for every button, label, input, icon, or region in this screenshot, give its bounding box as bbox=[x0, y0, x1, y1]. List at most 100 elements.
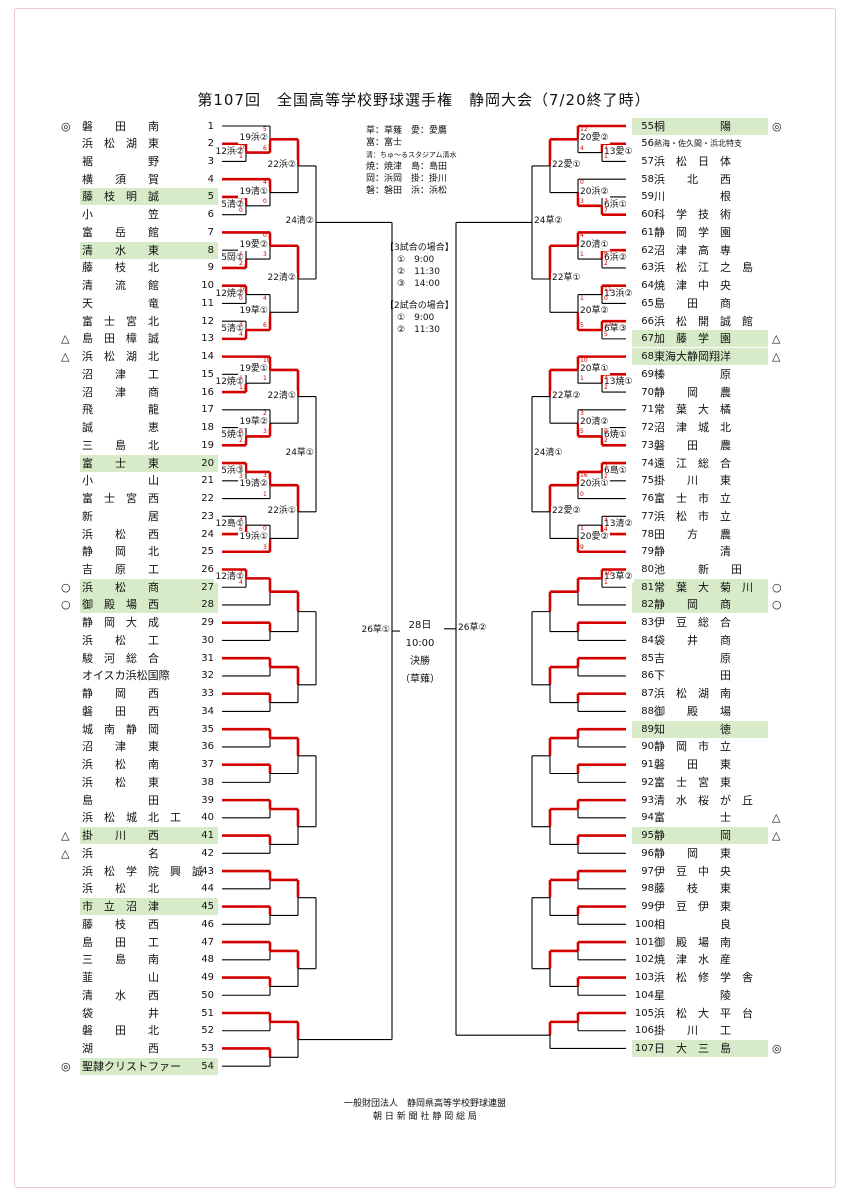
score: 1 bbox=[580, 525, 584, 533]
team-name: 沼 津 城 北 bbox=[654, 421, 731, 435]
team-number: 3 bbox=[207, 155, 214, 167]
score: 0 bbox=[239, 295, 243, 303]
page-border bbox=[14, 8, 836, 1188]
team-number: 25 bbox=[201, 546, 214, 558]
score: 2 bbox=[604, 472, 608, 480]
score: 2 bbox=[604, 437, 608, 445]
team-number: 32 bbox=[201, 670, 214, 682]
team-number: 95 bbox=[641, 830, 654, 842]
match-label: 13浜② bbox=[603, 288, 634, 300]
team-name: 田 方 農 bbox=[654, 527, 731, 541]
team-name: 静 岡 市 立 bbox=[654, 740, 731, 754]
match-label: 24清① bbox=[533, 448, 564, 460]
score: 3 bbox=[263, 471, 267, 479]
team-number: 41 bbox=[201, 830, 214, 842]
match-label: 5清① bbox=[220, 324, 245, 335]
team-number: 15 bbox=[201, 368, 214, 380]
match-label: 26草① bbox=[360, 625, 391, 637]
match-label: 6島① bbox=[603, 465, 628, 477]
team-number: 87 bbox=[641, 688, 654, 700]
team-name: 池 新 田 bbox=[654, 563, 742, 576]
score: 6 bbox=[263, 322, 267, 329]
team-name: 小 笠 bbox=[82, 208, 159, 222]
match-label: 6焼① bbox=[603, 430, 628, 442]
score: 7 bbox=[604, 463, 608, 471]
team-name: 磐 田 北 bbox=[82, 1024, 159, 1038]
team-number: 96 bbox=[641, 847, 654, 859]
team-number: 56 bbox=[641, 138, 654, 150]
team-number: 73 bbox=[641, 439, 654, 451]
seed-mark: △ bbox=[61, 829, 70, 843]
match-label: 19草② bbox=[238, 417, 269, 429]
venue-line: 焼：焼津 島：島田 bbox=[366, 162, 448, 172]
team-number: 105 bbox=[634, 1007, 654, 1019]
team-name: 星 陵 bbox=[654, 988, 731, 1002]
team-name: 浜 松 西 bbox=[82, 527, 159, 541]
team-number: 33 bbox=[201, 688, 214, 700]
team-name: 相 良 bbox=[654, 917, 731, 931]
team-name: 三 島 南 bbox=[82, 953, 159, 967]
team-number: 106 bbox=[634, 1025, 654, 1037]
match-label: 22清② bbox=[266, 273, 297, 284]
team-number: 62 bbox=[641, 244, 654, 256]
team-name: 清 水 桜 が 丘 bbox=[654, 793, 753, 807]
team-name: 浜 松 江 之 島 bbox=[654, 261, 753, 275]
score: 4 bbox=[580, 232, 584, 240]
schedule-time: ③ 14:00 bbox=[397, 279, 441, 289]
team-number: 17 bbox=[201, 404, 214, 416]
team-number: 47 bbox=[201, 936, 214, 948]
team-number: 24 bbox=[201, 528, 214, 540]
footer-org: 朝 日 新 聞 社 静 岡 総 局 bbox=[373, 1112, 477, 1122]
score: 12 bbox=[580, 126, 588, 133]
team-number: 14 bbox=[201, 351, 214, 363]
team-number: 13 bbox=[201, 333, 214, 345]
score: 12 bbox=[604, 321, 612, 329]
team-number: 16 bbox=[201, 386, 214, 398]
team-name: 磐 田 西 bbox=[82, 704, 159, 718]
score: 11 bbox=[604, 285, 612, 293]
schedule-time: ② 11:30 bbox=[397, 325, 441, 335]
team-number: 18 bbox=[201, 422, 214, 434]
match-label: 5清② bbox=[220, 199, 245, 211]
team-number: 100 bbox=[634, 918, 654, 930]
seed-mark: △ bbox=[61, 332, 70, 346]
team-number: 94 bbox=[641, 812, 654, 824]
team-number: 99 bbox=[641, 901, 654, 913]
seed-mark: △ bbox=[61, 846, 70, 860]
team-name: 掛 川 工 bbox=[654, 1024, 731, 1038]
team-number: 92 bbox=[641, 776, 654, 788]
team-name: 御 殿 場 西 bbox=[82, 598, 159, 612]
team-name: 富 士 宮 北 bbox=[82, 314, 159, 328]
match-label: 12焼① bbox=[214, 377, 245, 389]
team-name: 聖隷クリストファー bbox=[82, 1059, 181, 1073]
team-name: 浜 松 大 平 台 bbox=[654, 1006, 753, 1020]
score: 2 bbox=[263, 409, 267, 417]
score: 4 bbox=[580, 144, 584, 152]
team-name: 浜 松 南 bbox=[82, 758, 159, 772]
score: 3 bbox=[263, 428, 267, 436]
score: 2 bbox=[239, 259, 243, 267]
match-label: 20清① bbox=[579, 239, 610, 251]
